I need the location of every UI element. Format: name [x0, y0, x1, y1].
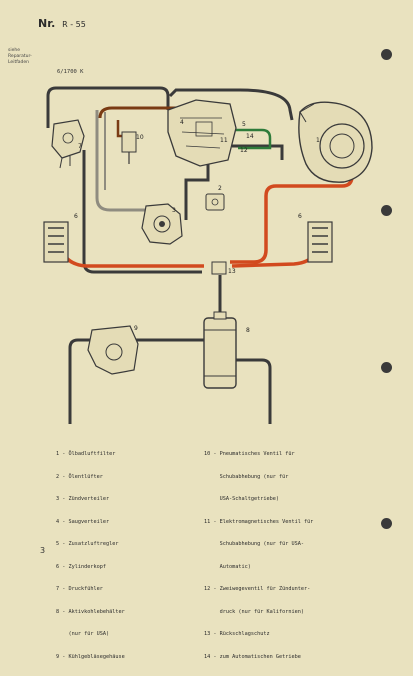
binder-hole-top [381, 49, 392, 60]
hose-green [226, 128, 272, 150]
legend-item: Schubabhebung (nur für USA- [204, 541, 304, 547]
callout-8: 8 [246, 327, 250, 334]
vacuum-hose-diagram: 1 2 3 4 5 6 6 7 8 9 10 11 12 13 14 [43, 86, 373, 424]
reference-line: Leitfaden [8, 60, 30, 65]
repair-guide-reference: siehe Reparatur- Leitfaden [8, 48, 32, 66]
callout-10: 10 [136, 134, 144, 141]
legend-item: 2 - Ölentlüfter [56, 473, 103, 480]
legend-item: 11 - Elektromagnetisches Ventil für [204, 518, 314, 525]
manual-page: Nr. R - 55 siehe Reparatur- Leitfaden 6/… [8, 17, 392, 660]
hose-black-outer-loop [46, 86, 170, 128]
charcoal-canister [203, 311, 237, 389]
cylinder-head-left [43, 221, 69, 263]
distributor [141, 203, 183, 245]
hose-black-center-down [184, 150, 210, 220]
callout-7: 7 [78, 143, 82, 150]
legend-item: 4 - Saugverteiler [56, 518, 110, 525]
callout-3: 3 [172, 207, 176, 214]
oil-breather [205, 193, 225, 211]
legend-item: 6 - Zylinderkopf [56, 563, 106, 570]
hose-grey [95, 110, 148, 212]
legend-item: 13 - Rückschlagschutz [204, 631, 270, 637]
callout-4: 4 [180, 119, 184, 126]
check-valve [211, 261, 227, 275]
hose-orange-left [58, 237, 204, 268]
callout-6-right: 6 [298, 213, 302, 220]
legend-item: 3 - Zündverteiler [56, 496, 110, 502]
legend-item: (nur für USA) [56, 631, 110, 637]
legend-item: 12 - Zweiwegeventil für Zündunter- [204, 586, 311, 592]
callout-11: 11 [220, 137, 228, 144]
legend-item: druck (nur für Kalifornien) [204, 608, 304, 615]
hose-black-canister-left [68, 338, 204, 424]
callout-12: 12 [240, 147, 248, 154]
legend-item: 1 - Ölbadluftfilter [56, 451, 116, 457]
hose-black-canister-right [236, 358, 272, 424]
cooling-fan-housing [87, 325, 139, 375]
legend-left-column: 1 - Ölbadluftfilter 2 - Ölentlüfter 3 - … [56, 436, 196, 676]
binder-hole-bottom [381, 518, 392, 529]
legend-item: 10 - Pneumatisches Ventil für [204, 451, 295, 457]
hose-black-mid-right [232, 144, 284, 160]
legend-item: 14 - zum Automatischen Getriebe [204, 653, 301, 660]
pressure-sensor [51, 119, 85, 169]
legend-item: USA-Schaltgetriebe) [204, 496, 279, 502]
callout-13: 13 [228, 268, 236, 275]
legend-item: 8 - Aktivkohlebehälter [56, 608, 125, 615]
legend-item: 9 - Kühlgebläsegehäuse [56, 653, 125, 660]
title-number: R - 55 [62, 20, 86, 29]
hose-black-top [168, 88, 294, 121]
binder-hole-lower-middle [381, 362, 392, 373]
intake-manifold [167, 99, 237, 167]
legend-item: Schubabhebung (nur für [204, 473, 289, 480]
binder-hole-upper-middle [381, 205, 392, 216]
page-title: Nr. R - 55 [38, 17, 86, 30]
reference-line: Reparatur- [8, 54, 32, 59]
callout-14: 14 [246, 133, 254, 140]
air-cleaner [298, 101, 373, 183]
callout-5: 5 [242, 121, 246, 128]
callout-2: 2 [218, 185, 222, 192]
title-prefix: Nr. [38, 17, 56, 30]
legend-right-column: 10 - Pneumatisches Ventil für Schubabheb… [204, 436, 394, 676]
callout-1: 1 [316, 137, 320, 144]
page-number: 3 [40, 546, 46, 555]
reference-line: siehe [8, 48, 20, 53]
legend-item: Automatic) [204, 563, 251, 570]
diagram-code: 6/1700 K [57, 69, 84, 75]
callout-9: 9 [134, 325, 138, 332]
pneumatic-valve [121, 131, 137, 164]
legend-item: 5 - Zusatzluftregler [56, 541, 119, 547]
cylinder-head-right [307, 221, 333, 263]
hose-orange-right [230, 150, 354, 264]
legend-item: 7 - Druckfühler [56, 586, 103, 592]
hose-black-left-drop [82, 150, 202, 274]
callout-6-left: 6 [74, 213, 78, 220]
